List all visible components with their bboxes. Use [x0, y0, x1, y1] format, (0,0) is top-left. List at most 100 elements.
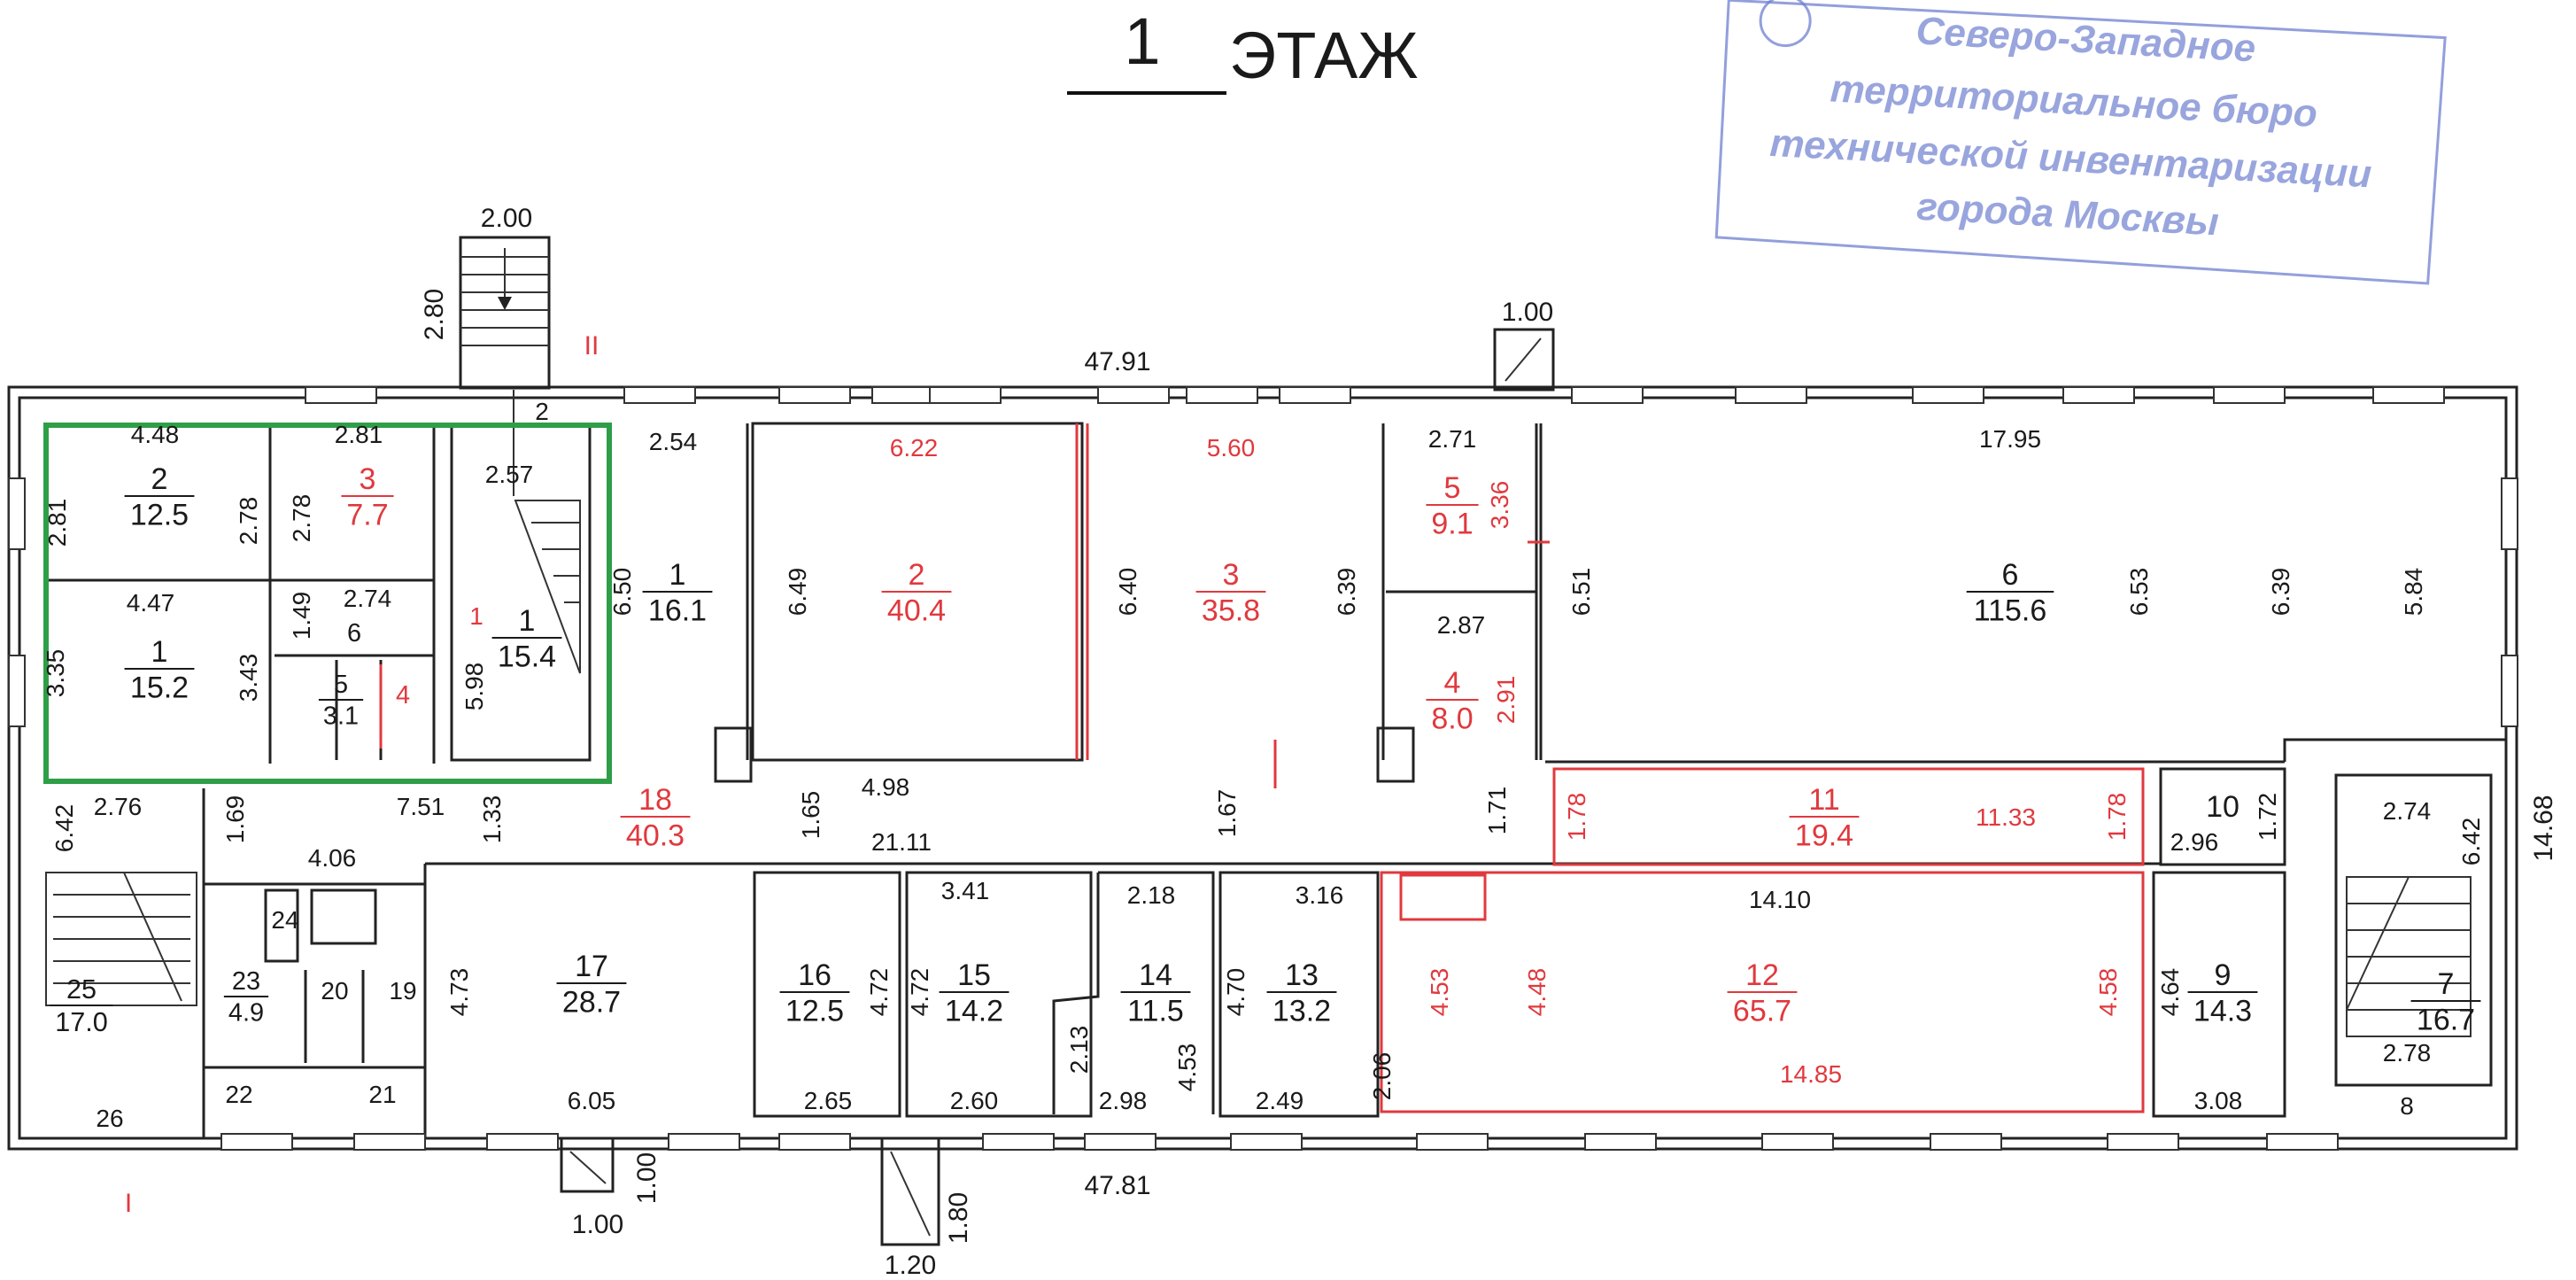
room-number: 16 [798, 958, 832, 992]
room-number: 4 [1444, 666, 1461, 700]
stamp-line-4: города Москвы [1915, 185, 2219, 244]
dimension-label: 1.78 [1563, 793, 1590, 842]
dimension-label: 6.22 [890, 434, 939, 462]
dimension-label: 4.53 [1173, 1043, 1201, 1092]
room-number: 11 [1808, 783, 1839, 817]
dimension-label: 2.74 [344, 585, 392, 612]
dimension-label: 6.42 [2457, 818, 2485, 866]
small-room-number: 20 [321, 977, 348, 1005]
dimension-label: 4.48 [1523, 968, 1551, 1017]
room-label: 240.4 [881, 558, 952, 627]
dimension-label: 2.81 [335, 421, 383, 448]
section-mark-ii: II [584, 331, 600, 361]
room-area: 13.2 [1273, 994, 1331, 1028]
dimension-label: 3.43 [235, 654, 262, 702]
dimension-label: 4.98 [862, 773, 910, 801]
south-entry-1 [560, 1136, 615, 1193]
dimension-label: 2.57 [485, 461, 534, 488]
dimension-label: 6.05 [568, 1087, 616, 1114]
red-partitions [379, 423, 2145, 1113]
room-area: 28.7 [562, 985, 621, 1019]
dimension-label: 4.58 [2094, 968, 2122, 1017]
room-number: 15 [957, 958, 991, 992]
dimension-label: 2.71 [1428, 425, 1477, 453]
room-area: 9.1 [1431, 507, 1473, 540]
section-mark-i: I [125, 1189, 132, 1218]
dim-annex-north-entry: 1.00 [1502, 298, 1553, 327]
dimension-label: 3.36 [1486, 481, 1513, 530]
room-number: 5 [334, 671, 348, 699]
dimension-label: 4.47 [127, 589, 175, 617]
dimension-label: 4.72 [865, 968, 893, 1017]
stamp-line-1: Северо-Западное [1915, 9, 2257, 70]
room-area: 15.2 [130, 671, 189, 704]
dimension-label: 5.84 [2400, 568, 2427, 617]
dimension-label: 1.33 [478, 795, 506, 844]
room-area: 16.7 [2417, 1003, 2475, 1036]
floor-title-text: ЭТАЖ [1229, 19, 1419, 92]
stairs-left [45, 872, 197, 1006]
small-room-number: 19 [389, 977, 416, 1005]
floor-number: 1 [1124, 4, 1160, 78]
small-room-number: 1 [469, 602, 483, 630]
small-room-number: 26 [96, 1105, 123, 1132]
south-entry-2 [880, 1136, 940, 1246]
room-label: 4 [396, 681, 410, 710]
dimension-label: 3.08 [2194, 1087, 2243, 1114]
dimension-label: 2.13 [1065, 1026, 1093, 1074]
dimension-label: 2.81 [43, 499, 71, 547]
room-area: 12.5 [130, 498, 189, 531]
dimension-label: 2.06 [1368, 1052, 1396, 1101]
dimension-label: 6.39 [2267, 568, 2294, 617]
dimension-label: 21.11 [871, 828, 932, 856]
dimension-label: 2.74 [2383, 797, 2432, 825]
room-area: 115.6 [1974, 593, 2047, 627]
dim-annex-stair-depth: 2.80 [420, 289, 449, 340]
dim-overall-right: 14.68 [2529, 795, 2558, 861]
dim-annex-south-1-w: 1.00 [572, 1210, 623, 1239]
room-number: 17 [575, 950, 608, 983]
dimension-label: 6.51 [1567, 568, 1595, 617]
dimension-label: 11.33 [1976, 803, 2036, 831]
dimension-label: 6.40 [1114, 568, 1141, 617]
dimension-label: 1.71 [1483, 787, 1511, 835]
dimension-label: 4.70 [1222, 968, 1249, 1017]
room-label: 716.7 [2410, 967, 2481, 1036]
stairs-right [2346, 876, 2472, 1037]
dimension-label: 2.60 [950, 1087, 999, 1114]
room-label: 116.1 [642, 558, 713, 627]
dimension-label: 2.49 [1256, 1087, 1304, 1114]
room-label: 212.5 [124, 462, 195, 531]
dimension-label: 4.73 [445, 968, 473, 1017]
room-labels: 212.537.7115.2653.14115.4116.1240.4335.8… [50, 462, 2481, 1037]
room-area: 19.4 [1795, 818, 1853, 852]
dimension-label: 7.51 [397, 793, 445, 820]
dimension-label: 17.95 [1979, 425, 2041, 453]
room-area: 15.4 [498, 640, 556, 673]
dimension-label: 2.78 [2383, 1039, 2432, 1067]
dim-annex-south-2-d: 1.80 [944, 1192, 973, 1244]
room-label: 914.3 [2187, 958, 2258, 1028]
room-number: 1 [519, 604, 536, 638]
dimension-label: 1.49 [288, 592, 315, 640]
dimension-label: 4.64 [2156, 968, 2184, 1017]
north-stair-annex [459, 236, 551, 390]
room-number: 6 [2002, 558, 2019, 592]
room-area: 7.7 [346, 498, 388, 531]
room-area: 17.0 [55, 1007, 108, 1037]
room-number: 14 [1139, 958, 1172, 992]
dimension-label: 5.98 [460, 663, 488, 711]
dimension-label: 2.98 [1099, 1087, 1148, 1114]
dimension-label: 2.91 [1492, 676, 1520, 725]
bti-stamp: Северо-Западное территориальное бюро тех… [1714, 0, 2447, 285]
small-room-number: 2 [535, 398, 549, 425]
dimension-label: 14.85 [1780, 1060, 1842, 1088]
